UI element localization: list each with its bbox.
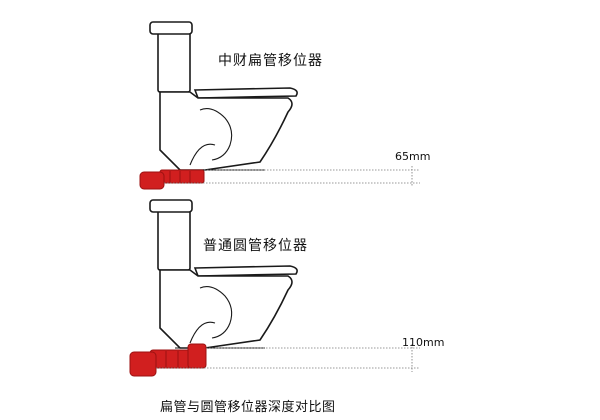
toilet-top-tank bbox=[157, 29, 191, 93]
flat-pipe-title: 中财扁管移位器 bbox=[218, 53, 323, 69]
round-pipe-elbow bbox=[129, 351, 157, 377]
flat-pipe-elbow bbox=[139, 171, 165, 190]
toilet-top-trap bbox=[199, 108, 233, 161]
flat-pipe-body bbox=[159, 169, 205, 184]
toilet-top-lid bbox=[149, 21, 193, 35]
round-pipe-title: 普通圆管移位器 bbox=[203, 238, 308, 254]
toilet-bottom-seat bbox=[193, 265, 298, 277]
toilet-bottom-bowl bbox=[159, 269, 293, 349]
top-dimension-lines bbox=[164, 166, 420, 186]
round-pipe-connector bbox=[187, 343, 207, 369]
toilet-bottom bbox=[149, 199, 298, 349]
toilet-bottom-tank bbox=[157, 207, 191, 271]
round-pipe-displacer bbox=[129, 343, 207, 377]
bottom-dimension-lines bbox=[156, 344, 420, 372]
toilet-bottom-lid bbox=[149, 199, 193, 213]
diagram-caption: 扁管与圆管移位器深度对比图 bbox=[160, 400, 336, 415]
flat-pipe-displacer bbox=[139, 169, 205, 190]
toilet-top-bowl bbox=[159, 91, 293, 171]
round-pipe-depth-label: 110mm bbox=[402, 336, 445, 349]
toilet-top-seat bbox=[193, 87, 298, 99]
toilet-top bbox=[149, 21, 298, 171]
flat-pipe-depth-label: 65mm bbox=[395, 150, 431, 163]
toilet-bottom-trap bbox=[199, 286, 233, 339]
